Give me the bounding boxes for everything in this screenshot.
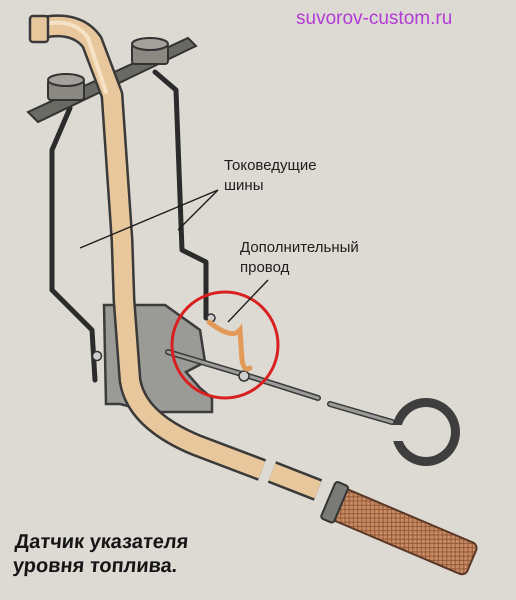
busbars-label-line2: шины bbox=[224, 177, 264, 194]
fuel-filter bbox=[320, 481, 478, 576]
busbar-right bbox=[152, 69, 209, 321]
figure-caption: Датчик указателя уровня топлива. bbox=[12, 530, 189, 578]
extra-wire-label-line2: провод bbox=[240, 259, 290, 276]
busbar-left bbox=[49, 105, 98, 383]
callout-line-busbars-2 bbox=[177, 189, 219, 231]
highlight-circle bbox=[170, 290, 280, 400]
float-ring bbox=[385, 398, 460, 466]
lever-pivot bbox=[238, 370, 250, 382]
busbars-label-line1: Токоведущие bbox=[224, 157, 317, 174]
callout-line-busbars-1 bbox=[79, 189, 219, 249]
housing-screw bbox=[91, 350, 103, 362]
extra-wire bbox=[206, 319, 253, 372]
fuel-tube-highlight bbox=[42, 20, 108, 94]
callout-line-extra-wire bbox=[227, 279, 269, 323]
fuel-tube bbox=[38, 16, 266, 479]
caption-line1: Датчик указателя bbox=[14, 531, 190, 553]
watermark-text: suvorov-custom.ru bbox=[296, 8, 453, 29]
extra-wire-label-line1: Дополнительный bbox=[240, 239, 359, 256]
tube-cap bbox=[28, 14, 50, 44]
caption-line2: уровня топлива. bbox=[11, 555, 179, 577]
